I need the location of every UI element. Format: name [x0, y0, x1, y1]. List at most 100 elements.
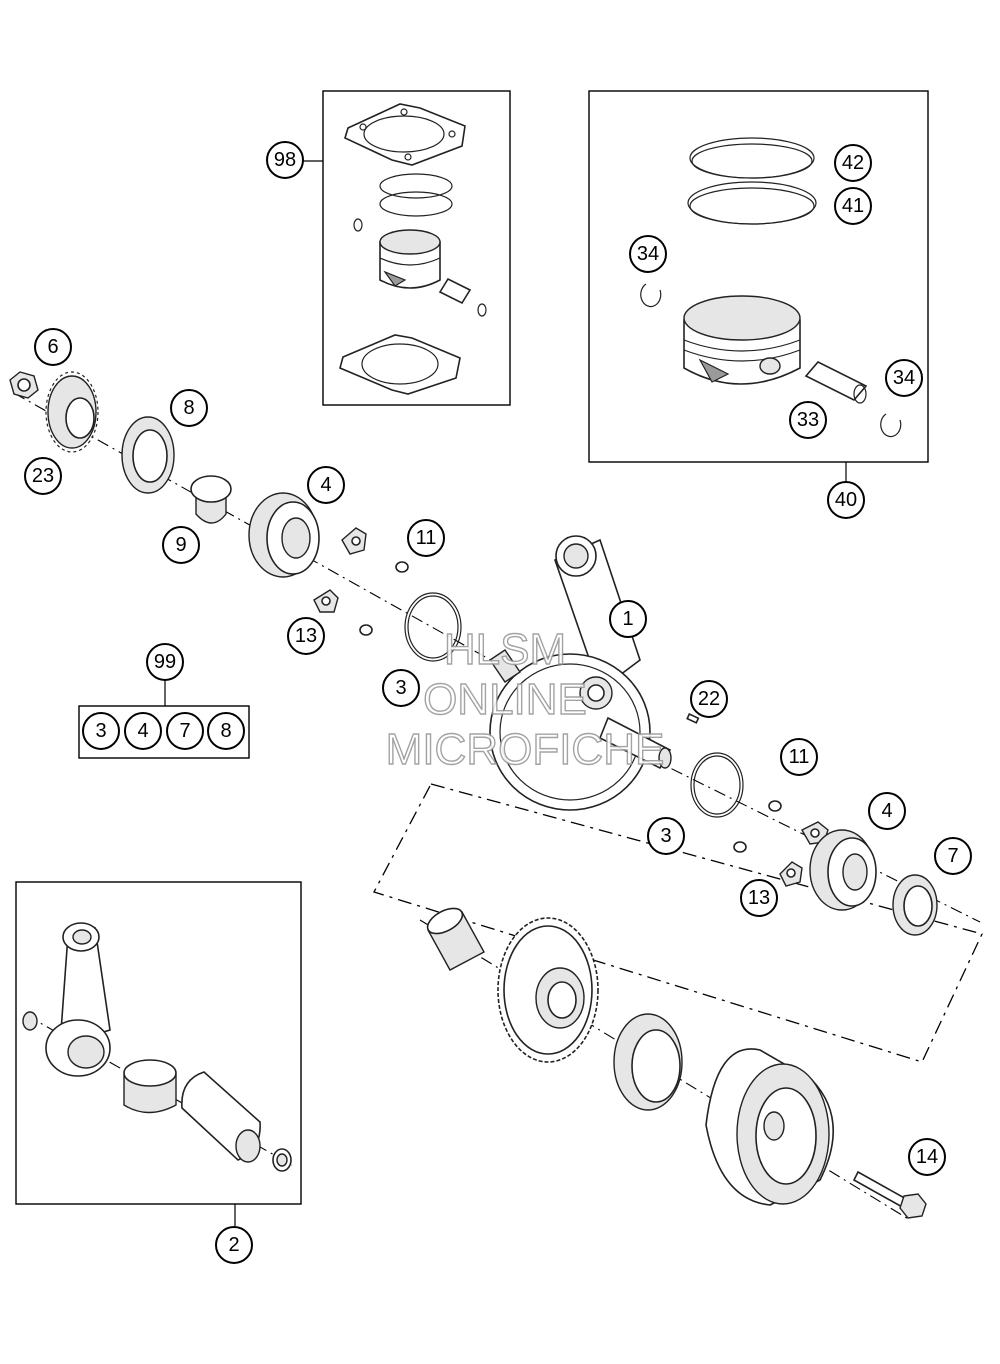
kit-99-item-8[interactable]: 8	[207, 712, 245, 750]
callout-8[interactable]: 8	[170, 389, 208, 427]
callout-98[interactable]: 98	[266, 141, 304, 179]
callout-9[interactable]: 9	[162, 526, 200, 564]
base-gasket	[339, 334, 461, 395]
piston	[683, 295, 801, 385]
svg-text:99: 99	[154, 651, 176, 673]
starter-gear	[497, 917, 599, 1063]
callout-4-left[interactable]: 4	[307, 466, 345, 504]
svg-text:2: 2	[228, 1234, 239, 1256]
piston-pin-clips	[640, 283, 902, 438]
svg-text:MICROFICHE: MICROFICHE	[386, 725, 665, 774]
kit-99-box	[78, 705, 250, 759]
svg-text:4: 4	[881, 800, 892, 822]
shaft-seal-8	[121, 416, 175, 494]
callout-42[interactable]: 42	[834, 144, 872, 182]
callout-22[interactable]: 22	[690, 680, 728, 718]
svg-text:3: 3	[660, 825, 671, 847]
svg-text:13: 13	[748, 887, 770, 909]
svg-text:40: 40	[835, 489, 857, 511]
gasket-kit-frame	[322, 90, 511, 406]
svg-text:22: 22	[698, 688, 720, 710]
svg-text:6: 6	[47, 336, 58, 358]
callout-2[interactable]: 2	[215, 1226, 253, 1264]
svg-text:98: 98	[274, 149, 296, 171]
svg-text:34: 34	[893, 367, 915, 389]
callout-1[interactable]: 1	[609, 600, 647, 638]
callout-34-right[interactable]: 34	[885, 359, 923, 397]
kit-99-item-3[interactable]: 3	[82, 712, 120, 750]
kit-99-item-7[interactable]: 7	[166, 712, 204, 750]
conrod-small-end-bearing	[22, 1011, 38, 1031]
svg-text:ONLINE: ONLINE	[423, 675, 587, 724]
kit-piston-pin-and-clips	[353, 218, 487, 317]
svg-text:23: 23	[32, 465, 54, 487]
svg-text:42: 42	[842, 152, 864, 174]
svg-text:11: 11	[416, 527, 437, 549]
cylinder-head-gasket	[344, 103, 466, 166]
conrod-big-end-bearing	[123, 1059, 177, 1114]
piston-pin	[804, 361, 868, 404]
needle-bearing	[426, 907, 485, 971]
callout-23[interactable]: 23	[24, 457, 62, 495]
kit-99-item-4[interactable]: 4	[124, 712, 162, 750]
callout-41[interactable]: 41	[834, 187, 872, 225]
callout-4-right[interactable]: 4	[868, 792, 906, 830]
crank-pin-plug	[272, 1148, 292, 1172]
svg-text:4: 4	[137, 720, 148, 742]
primary-gear-dashed-frame	[373, 783, 983, 1063]
svg-text:41: 41	[842, 195, 864, 217]
freewheel	[613, 1013, 683, 1111]
svg-text:8: 8	[183, 397, 194, 419]
hex-nut	[9, 371, 39, 399]
svg-text:14: 14	[916, 1146, 938, 1168]
main-bearing-right	[809, 829, 877, 911]
watermark: HLSM ONLINE MICROFICHE	[385, 624, 665, 774]
piston-ring-41	[687, 181, 817, 225]
callout-11-left[interactable]: 11	[407, 519, 445, 557]
bearing-retainer-right-lower	[779, 861, 803, 887]
shim-ring-left	[404, 592, 462, 662]
callout-13-left[interactable]: 13	[287, 617, 325, 655]
callout-99[interactable]: 99	[146, 643, 184, 681]
callout-40[interactable]: 40	[827, 481, 865, 519]
conrod	[45, 922, 111, 1077]
callout-11-right[interactable]: 11	[780, 738, 818, 776]
svg-text:9: 9	[175, 534, 186, 556]
retainer-screw-lower	[359, 624, 373, 636]
svg-text:33: 33	[797, 409, 819, 431]
svg-text:34: 34	[637, 243, 659, 265]
conrod-assembly-frame	[15, 881, 302, 1205]
piston-ring-42	[689, 137, 815, 179]
svg-text:HLSM: HLSM	[444, 625, 566, 674]
rotor	[705, 1048, 835, 1206]
callout-33[interactable]: 33	[789, 401, 827, 439]
shim-ring-right	[690, 752, 744, 818]
svg-text:3: 3	[395, 677, 406, 699]
svg-text:1: 1	[622, 608, 633, 630]
svg-text:13: 13	[295, 625, 317, 647]
rotor-bolt	[852, 1170, 927, 1219]
callout-14[interactable]: 14	[908, 1138, 946, 1176]
svg-text:7: 7	[947, 845, 958, 867]
callout-7[interactable]: 7	[934, 837, 972, 875]
woodruff-key-22	[686, 713, 700, 724]
bearing-retainer-upper	[341, 527, 367, 555]
main-bearing-left	[248, 492, 320, 578]
crank-gear	[45, 371, 99, 453]
retainer-screw-right-lower	[733, 841, 747, 853]
callout-13-right[interactable]: 13	[740, 879, 778, 917]
retainer-screw-upper	[395, 561, 409, 573]
crank-pin	[181, 1071, 261, 1163]
kit-piston-rings	[379, 173, 453, 217]
svg-text:4: 4	[320, 474, 331, 496]
bearing-retainer-lower	[313, 589, 339, 613]
svg-text:8: 8	[220, 720, 231, 742]
piston-assembly-frame	[588, 90, 929, 463]
callout-34-left[interactable]: 34	[629, 235, 667, 273]
shaft-seal-7	[892, 874, 938, 936]
callout-3-right[interactable]: 3	[647, 817, 685, 855]
callout-3-left[interactable]: 3	[382, 669, 420, 707]
svg-text:3: 3	[95, 720, 106, 742]
callout-6[interactable]: 6	[34, 328, 72, 366]
spacer-sleeve-9	[190, 475, 232, 524]
